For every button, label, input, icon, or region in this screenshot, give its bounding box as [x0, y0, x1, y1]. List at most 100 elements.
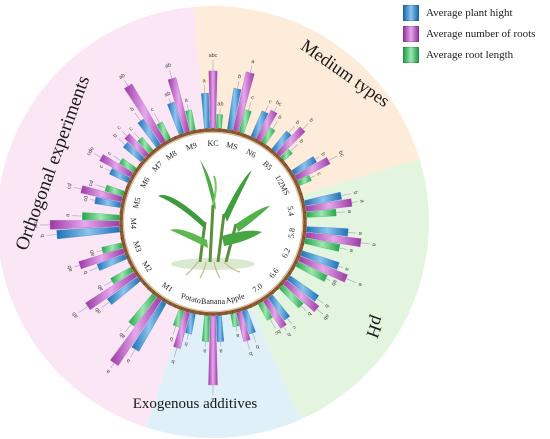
error-bar-6-2-root-length: [325, 278, 331, 282]
bar-b5-hight: [271, 130, 292, 153]
category-label-kc: KC: [207, 139, 218, 148]
bar-5-4-roots: [305, 198, 353, 212]
error-bar-6-2-roots: [345, 278, 357, 284]
bar-7-0-root-length: [258, 301, 273, 321]
error-bar-5-8-hight: [347, 232, 357, 234]
significance-n6-hight: c: [267, 99, 272, 106]
significance-ms-hight: b: [238, 74, 242, 80]
error-bar-m1-root-length: [124, 324, 132, 333]
significance-m2-roots: ab: [71, 311, 79, 319]
axis-tick: [237, 309, 240, 313]
error-bar-m5-roots: [73, 186, 82, 190]
axis-tick: [302, 237, 306, 239]
legend-item-root-length: Average root length: [403, 46, 548, 64]
error-bar-7-0-roots: [283, 326, 287, 331]
error-bar-b5-root-length: [290, 144, 299, 152]
significance-apple-roots: b: [248, 350, 253, 357]
error-bar-m2-hight: [101, 301, 110, 309]
bar-apple-hight: [241, 309, 256, 335]
bar-apple-roots: [236, 311, 251, 342]
sector-label-exogenous-additives: Exogenous additives: [133, 396, 258, 412]
axis-tick: [168, 302, 171, 306]
error-bar-m5-hight: [90, 199, 96, 201]
axis-tick: [157, 295, 160, 299]
bar-5-8-root-length: [304, 238, 341, 252]
significance-m8-root-length: c: [150, 107, 155, 114]
significance-kc-root-length: ab: [217, 101, 223, 107]
axis-tick: [186, 131, 189, 135]
category-label-banana: Banana: [201, 297, 225, 306]
axis-tick: [147, 287, 151, 290]
category-label-m4: M4: [129, 218, 138, 229]
category-label-m3: M3: [131, 240, 143, 253]
significance-kc-roots: abc: [209, 53, 218, 59]
error-bar-m4-hight: [46, 234, 57, 236]
error-bar-n6-roots: [273, 107, 277, 112]
bar-m1-roots: [110, 297, 162, 367]
significance-1-2ms-roots: bc: [337, 150, 345, 158]
axis-tick: [180, 307, 183, 311]
significance-1-2ms-hight: b: [319, 152, 326, 158]
legend-swatch-roots: [403, 26, 419, 42]
error-bar-m2-root-length: [104, 280, 113, 287]
significance-m4-root-length: a: [65, 213, 71, 217]
category-label-6-2: 6.2: [280, 247, 292, 260]
legend-swatch-hight: [403, 5, 419, 21]
significance-5-8-roots: a: [370, 243, 376, 248]
bar-5-8-roots: [305, 232, 362, 248]
axis-tick: [288, 272, 292, 275]
significance-5-4-roots: a: [358, 199, 364, 204]
error-bar-6-6-hight: [316, 298, 324, 304]
error-bar-b5-roots: [302, 123, 309, 130]
error-bar-m1-roots: [110, 362, 115, 369]
bar-ms-hight: [227, 87, 242, 131]
axis-tick: [180, 133, 183, 137]
error-bar-m6-roots: [94, 153, 102, 158]
legend: Average plant hight Average number of ro…: [403, 4, 548, 67]
axis-tick: [299, 192, 303, 195]
axis-tick: [147, 154, 151, 157]
error-bar-m2-roots: [78, 306, 88, 313]
significance-banana-roots: a: [211, 396, 215, 402]
axis-tick: [284, 277, 288, 281]
significance-m6-roots: cde: [86, 146, 96, 157]
error-bar-m3-roots: [74, 264, 80, 268]
bar-6-6-root-length: [278, 284, 304, 309]
significance-potato-hight: b: [184, 340, 188, 347]
significance-7-0-hight: c: [291, 324, 297, 331]
axis-ring: [119, 128, 307, 316]
error-bar-m8-roots: [124, 79, 129, 87]
bar-m9-hight: [167, 101, 185, 135]
axis-tick: [120, 237, 124, 239]
significance-m2-hight: ab: [94, 306, 102, 315]
axis-tick: [237, 131, 240, 135]
axis-tick: [266, 295, 269, 299]
legend-swatch-root-length: [403, 47, 419, 63]
axis-tick: [301, 243, 305, 246]
error-bar-n6-root-length: [272, 121, 278, 130]
significance-5-8-hight: a: [357, 232, 363, 236]
axis-tick: [123, 249, 127, 252]
axis-tick: [243, 133, 246, 137]
error-bar-m7-roots: [121, 130, 128, 137]
axis-tick: [162, 142, 166, 145]
axis-tick: [142, 282, 146, 286]
axis-tick: [249, 136, 252, 139]
legend-item-roots: Average number of roots: [403, 25, 548, 43]
bar-m8-hight: [137, 118, 161, 148]
error-bar-5-8-roots: [360, 242, 370, 245]
error-bar-m3-root-length: [96, 250, 103, 253]
bar-potato-roots: [173, 311, 190, 349]
bar-m9-roots: [167, 77, 190, 133]
error-bar-potato-roots: [173, 347, 178, 358]
axis-tick: [157, 145, 160, 149]
bar-5-4-root-length: [306, 208, 337, 218]
significance-n6-roots: bc: [275, 100, 283, 108]
axis-tick: [243, 307, 246, 311]
significance-5-4-hight: b: [352, 191, 358, 195]
axis-tick: [231, 129, 233, 134]
axis-tick: [255, 138, 258, 142]
significance-7-0-root-length: bc: [273, 328, 281, 336]
category-label-m9: M9: [185, 141, 198, 153]
axis-tick: [291, 174, 295, 177]
